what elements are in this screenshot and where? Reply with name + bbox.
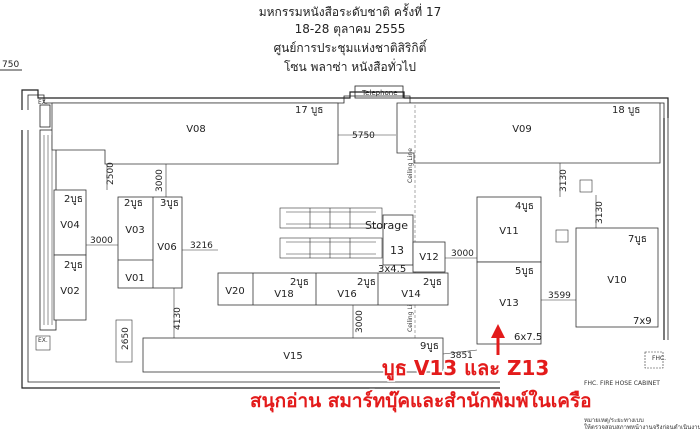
fine-note-2: ให้ตรวจสอบสภาพหน้างานจริงก่อนดำเนินงาน <box>584 423 700 431</box>
svg-text:7บูธ: 7บูธ <box>628 234 647 245</box>
svg-text:2บูธ: 2บูธ <box>64 194 83 205</box>
storage-number: 13 <box>390 244 404 257</box>
booth-v06-label: V06 <box>157 242 177 253</box>
svg-text:V12: V12 <box>419 252 439 263</box>
svg-text:2บูธ: 2บูธ <box>124 198 143 209</box>
booth-v15 <box>142 337 444 373</box>
svg-text:2บูธ: 2บูธ <box>357 277 376 288</box>
booth-v10 <box>575 227 659 328</box>
ceiling-line-top: Ceiling Line <box>407 148 414 183</box>
exit-top: EX. <box>38 99 48 106</box>
svg-text:2บูธ: 2บูธ <box>290 277 309 288</box>
storage-size: 3x4.5 <box>378 264 406 275</box>
fhc-label: FHC. <box>652 355 666 362</box>
booth-v01-label: V01 <box>125 273 145 284</box>
svg-text:2บูธ: 2บูธ <box>423 277 442 288</box>
booth-block-v03-v06 <box>117 196 183 289</box>
booth-v02 <box>53 254 87 321</box>
dim-3130-a: 3130 <box>559 169 569 192</box>
booth-v18-label: V18 <box>274 289 294 300</box>
exit-bottom: EX. <box>38 337 48 344</box>
svg-text:V10: V10 <box>607 275 627 286</box>
booth-v08 <box>51 102 339 165</box>
dim-3000-c: 3000 <box>451 249 474 259</box>
header-title: มหกรรมหนังสือระดับชาติ ครั้งที่ 17 <box>259 3 442 19</box>
ceiling-line-bottom: Ceiling Line <box>407 297 414 332</box>
svg-text:V13: V13 <box>499 298 519 309</box>
dim-3130-b: 3130 <box>595 201 605 224</box>
booth-v09-count: 18 บูธ <box>612 105 640 116</box>
telephone-label: Telephone <box>361 89 398 97</box>
booth-v16-label: V16 <box>337 289 357 300</box>
svg-text:V11: V11 <box>499 226 519 237</box>
annotation-title: บูธ V13 และ Z13 <box>382 356 549 382</box>
svg-text:4บูธ: 4บูธ <box>515 201 534 212</box>
fhc-note: FHC. FIRE HOSE CABINET <box>584 380 660 387</box>
booth-v10-size: 7x9 <box>633 316 652 327</box>
booth-v08-count: 17 บูธ <box>295 105 323 116</box>
svg-text:9บูธ: 9บูธ <box>420 341 439 352</box>
storage-label: Storage <box>365 219 408 232</box>
booth-v20-label: V20 <box>225 286 245 297</box>
header-dates: 18-28 ตุลาคม 2555 <box>295 22 406 37</box>
booth-v09-label: V09 <box>512 124 532 135</box>
booth-v03-label: V03 <box>125 225 145 236</box>
booth-v09 <box>396 102 661 164</box>
fine-note-1: หมายเหตุ/ระยะทางเบบ <box>584 417 644 424</box>
booth-v13-size: 6x7.5 <box>514 332 542 343</box>
edge-dim: 750 <box>2 60 19 70</box>
svg-text:V04: V04 <box>60 220 80 231</box>
storage-room <box>382 214 414 266</box>
booth-v08-label: V08 <box>186 124 206 135</box>
booth-v04 <box>53 189 87 256</box>
svg-text:5บูธ: 5บูธ <box>515 266 534 277</box>
header-venue: ศูนย์การประชุมแห่งชาติสิริกิติ์ <box>274 39 429 56</box>
booth-row-v20-v14 <box>217 272 449 306</box>
highlight-arrow <box>491 324 505 355</box>
dim-3216: 3216 <box>190 241 213 251</box>
dim-3000-a: 3000 <box>90 236 113 246</box>
dim-4130: 4130 <box>173 307 183 330</box>
svg-text:2บูธ: 2บูธ <box>64 260 83 271</box>
header-zone: โซน พลาซ่า หนังสือทั่วไป <box>284 58 416 74</box>
booth-v13 <box>476 261 542 345</box>
svg-text:V02: V02 <box>60 286 80 297</box>
svg-text:V15: V15 <box>283 351 303 362</box>
dim-5750: 5750 <box>352 131 375 141</box>
dim-3851: 3851 <box>450 351 473 361</box>
dim-3000-d: 3000 <box>355 310 365 333</box>
annotation-subtitle: สนุกอ่าน สมาร์ทบุ๊คและสำนักพิมพ์ในเครือ <box>250 389 592 413</box>
dim-2500: 2500 <box>106 162 116 185</box>
escalators <box>279 207 383 259</box>
svg-text:3บูธ: 3บูธ <box>160 198 179 209</box>
dim-3599: 3599 <box>548 291 571 301</box>
dim-2650: 2650 <box>121 327 131 350</box>
booth-v11 <box>476 196 542 263</box>
dim-3000-b: 3000 <box>155 169 165 192</box>
booth-v14-label: V14 <box>401 289 421 300</box>
outer-walls <box>21 85 669 389</box>
booth-v12 <box>412 241 446 273</box>
